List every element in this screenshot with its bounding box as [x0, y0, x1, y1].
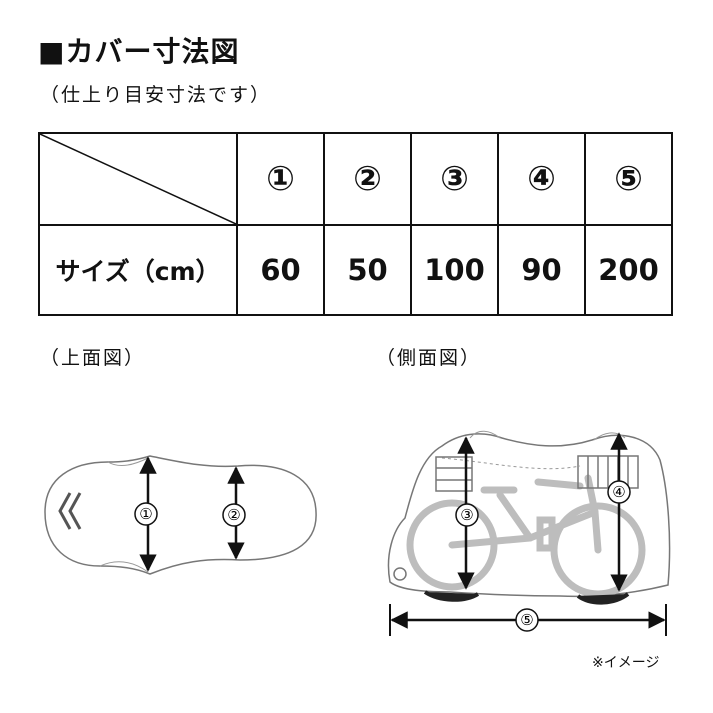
bike-battery [536, 516, 556, 552]
corner-diagonal-line [40, 134, 236, 224]
marker-circle-3 [455, 503, 479, 527]
size-row-label: サイズ（cm） [38, 224, 238, 316]
cover-seam-line [441, 457, 581, 470]
side-view-label: （側面図） [376, 347, 482, 369]
marker-circle-5 [515, 608, 539, 632]
column-header-4: ④ [497, 132, 586, 226]
marker-circle-4 [607, 480, 631, 504]
dimensions-table: ① ② ③ ④ ⑤ サイズ（cm） 60 50 100 90 200 [38, 132, 673, 316]
front-direction-chevron-icon [58, 492, 82, 530]
bike-fork [591, 508, 602, 554]
table-corner-cell [38, 132, 238, 226]
marker-circle-1 [134, 502, 158, 526]
rear-wheel [406, 499, 498, 591]
top-marker-1: ① [139, 505, 152, 523]
side-marker-4: ④ [612, 483, 625, 501]
table-row: サイズ（cm） 60 50 100 90 200 [38, 224, 673, 316]
table-header-row: ① ② ③ ④ ⑤ [38, 132, 673, 226]
column-header-1: ① [236, 132, 325, 226]
size-value-3: 100 [410, 224, 499, 316]
bike-frame-seattube [496, 491, 534, 542]
top-view-drawing: ① ② [44, 455, 317, 575]
size-value-4: 90 [497, 224, 586, 316]
grommet-icon [393, 567, 407, 581]
top-view-label: （上面図） [40, 347, 146, 369]
size-value-2: 50 [323, 224, 412, 316]
bike-stem [584, 474, 599, 516]
size-value-1: 60 [236, 224, 325, 316]
column-header-3: ③ [410, 132, 499, 226]
wheel-bottoms [423, 590, 630, 605]
top-view-cover-outline [44, 455, 317, 575]
side-view-drawing: ③ ④ ⑤ [387, 430, 671, 636]
image-note: ※イメージ [592, 655, 660, 671]
bicycle-illustration [406, 474, 646, 598]
page-title: ■カバー寸法図 [38, 35, 240, 68]
column-header-5: ⑤ [584, 132, 673, 226]
side-marker-5: ⑤ [520, 611, 533, 629]
side-marker-3: ③ [460, 506, 473, 524]
column-header-2: ② [323, 132, 412, 226]
bike-handlebar [534, 478, 584, 490]
page-subtitle: （仕上り目安寸法です） [40, 84, 272, 106]
marker-circle-2 [222, 503, 246, 527]
size-value-5: 200 [584, 224, 673, 316]
top-marker-2: ② [227, 506, 240, 524]
